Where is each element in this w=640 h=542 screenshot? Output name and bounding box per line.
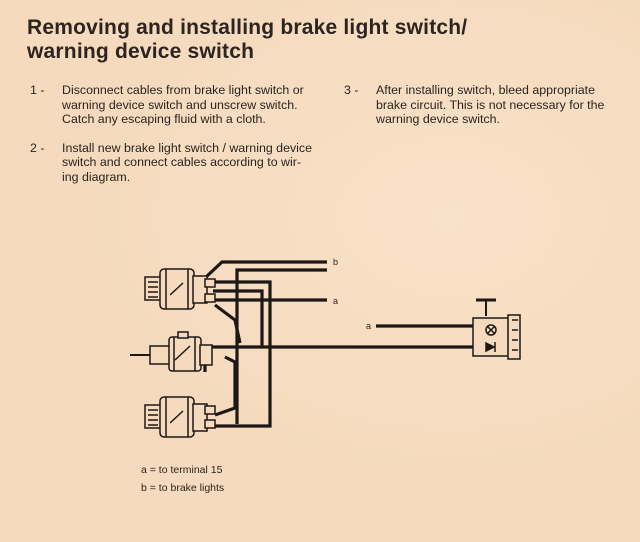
page-title: Removing and installing brake light swit… [27,16,487,64]
label-b: b [333,257,338,267]
wire-b-return [235,268,327,424]
step-line: warning device switch. [376,112,500,127]
step-number: 1 - [30,83,45,97]
step-text: Disconnect cables from brake light switc… [62,83,320,127]
step-line: After installing switch, bleed appropria… [376,83,596,97]
label-a-right: a [366,321,371,331]
steps-column-right: 3 - After installing switch, bleed appro… [344,83,614,141]
step-3: 3 - After installing switch, bleed appro… [344,83,614,127]
step-1: 1 - Disconnect cables from brake light s… [30,83,320,127]
warning-lamp-device [472,298,521,360]
brake-light-switch-top [144,268,216,310]
title-line-1: Removing and installing brake light swit… [27,16,468,39]
label-a-top: a [333,296,338,306]
warning-device-switch [130,331,213,372]
step-number: 2 - [30,140,45,155]
title-line-2: warning device switch [27,40,255,63]
step-line: Install new brake light switch / warning… [62,140,312,155]
legend-a: a = to terminal 15 [141,464,223,476]
legend-b: b = to brake lights [141,482,225,494]
wire-legend: a = to terminal 15 b = to brake lights [141,461,224,497]
step-line: switch and connect cables according to w… [62,155,301,170]
step-line: brake circuit. This is not necessary for… [376,97,605,112]
step-text: Install new brake light switch / warning… [62,141,320,185]
step-2: 2 - Install new brake light switch / war… [30,141,320,185]
step-line: ing diagram. [62,169,131,184]
step-line: Disconnect cables from brake light switc… [62,83,304,97]
steps-column-left: 1 - Disconnect cables from brake light s… [30,83,320,199]
step-number: 3 - [344,83,359,97]
step-line: Catch any escaping fluid with a cloth. [62,112,266,127]
brake-light-switch-bottom [144,396,216,438]
step-text: After installing switch, bleed appropria… [376,83,614,127]
step-line: warning device switch and unscrew switch… [62,97,298,112]
